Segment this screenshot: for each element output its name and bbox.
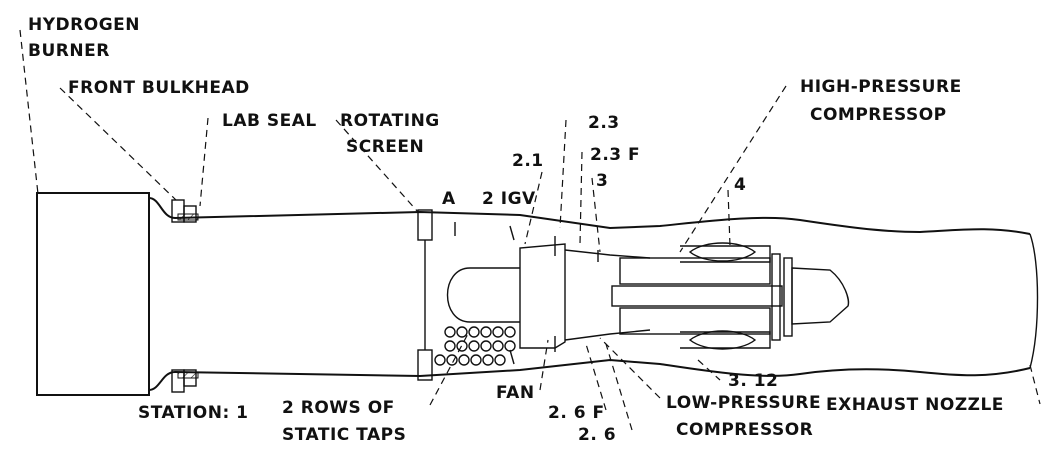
duct-lower-wall xyxy=(148,358,1031,391)
label-fan: FAN xyxy=(496,383,535,403)
label-taps-2: STATIC TAPS xyxy=(282,425,406,445)
label-hydrogen-2: BURNER xyxy=(28,41,110,61)
leader-lines xyxy=(19,29,1041,431)
label-front-bulkhead: FRONT BULKHEAD xyxy=(68,78,250,98)
burner-box xyxy=(36,192,150,396)
label-lab-seal: LAB SEAL xyxy=(222,111,317,131)
splitter-lower xyxy=(564,329,651,341)
label-hydrogen-1: HYDROGEN xyxy=(28,15,140,35)
rotating-screen xyxy=(417,209,433,381)
compressor-core xyxy=(611,257,783,335)
bullet-nose xyxy=(446,267,520,323)
label-2-3f: 2.3 F xyxy=(590,145,640,165)
igv-mark-lower xyxy=(509,349,515,365)
label-igv: 2 IGV xyxy=(482,189,536,209)
label-hpc-1: HIGH-PRESSURE xyxy=(800,77,962,97)
label-2-1: 2.1 xyxy=(512,151,544,171)
label-3-12: 3. 12 xyxy=(728,371,778,391)
label-a: A xyxy=(442,189,456,209)
label-4: 4 xyxy=(734,175,746,195)
lab-seal-lower xyxy=(171,369,199,393)
splitter-upper xyxy=(564,249,651,259)
label-rotating-2: SCREEN xyxy=(346,137,424,157)
label-3: 3 xyxy=(596,171,608,191)
label-2-6f: 2. 6 F xyxy=(548,403,605,423)
tail-cone xyxy=(791,267,850,325)
label-hpc-2: COMPRESSOP xyxy=(810,105,947,125)
igv-mark-upper xyxy=(509,225,515,241)
label-lpc-2: COMPRESSOR xyxy=(676,420,813,440)
label-exhaust: EXHAUST NOZZLE xyxy=(826,395,1004,415)
label-station-1: STATION: 1 xyxy=(138,403,249,423)
label-rotating-1: ROTATING xyxy=(340,111,440,131)
label-2-3: 2.3 xyxy=(588,113,620,133)
label-lpc-1: LOW-PRESSURE xyxy=(666,393,821,413)
static-taps xyxy=(434,326,516,366)
nozzle-exit xyxy=(1029,233,1039,369)
label-2-6: 2. 6 xyxy=(578,425,616,445)
combustor xyxy=(680,242,771,350)
duct-upper-wall xyxy=(148,197,1031,235)
fan-block xyxy=(519,236,566,352)
label-taps-1: 2 ROWS OF xyxy=(282,398,395,418)
lab-seal-upper xyxy=(171,199,199,223)
